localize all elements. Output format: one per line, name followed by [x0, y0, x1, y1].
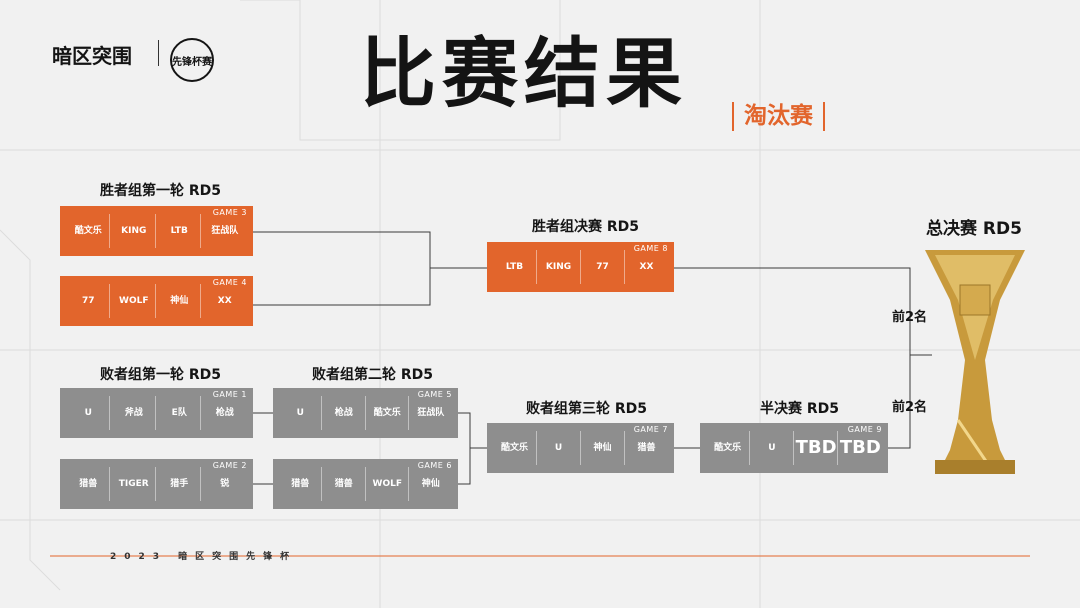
brand-logo-badge: 先锋杯赛: [170, 38, 214, 82]
team-logo: TIGER: [113, 467, 156, 501]
team-logo: 神仙: [582, 431, 625, 465]
team-logo: LTB: [494, 250, 537, 284]
label-winner-r1: 胜者组第一轮 RD5: [100, 183, 222, 199]
team-logo: 猎手: [158, 467, 202, 501]
team-logo: 77: [67, 284, 111, 318]
match-game-3[interactable]: GAME 3 酷文乐 KING LTB 狂战队: [60, 206, 253, 256]
team-logo: E队: [158, 396, 202, 430]
team-logo: 酷文乐: [494, 431, 537, 465]
game-label: GAME 3: [212, 208, 247, 217]
stage-tag: 淘汰赛: [732, 102, 825, 132]
team-logo: XX: [217, 295, 232, 306]
team-logo: 猎兽: [67, 467, 111, 501]
team-logo: 酷文乐: [707, 431, 750, 465]
trophy-icon: [925, 250, 1025, 474]
game-label: GAME 8: [633, 244, 668, 253]
label-loser-r3: 败者组第三轮 RD5: [526, 401, 648, 417]
advance-label-top: 前2名: [892, 310, 928, 325]
game-label: GAME 1: [212, 390, 247, 399]
match-game-8[interactable]: GAME 8 LTB KING 77 XX: [487, 242, 674, 292]
team-logo: 神仙: [158, 284, 202, 318]
logo-divider: [158, 40, 159, 66]
team-logo: 猎兽: [323, 467, 366, 501]
team-logo: 狂战队: [211, 225, 239, 236]
team-logo: U: [279, 396, 323, 430]
brand-logo: 暗区突围: [52, 44, 132, 68]
team-logo: 枪战: [323, 396, 366, 430]
team-logo: 神仙: [421, 478, 440, 489]
team-logo: XX: [639, 261, 654, 272]
match-game-2[interactable]: GAME 2 猎兽 TIGER 猎手 锐: [60, 459, 253, 509]
game-label: GAME 4: [212, 278, 247, 287]
game-label: GAME 9: [847, 425, 882, 434]
team-logo: 酷文乐: [366, 396, 410, 430]
label-semifinal: 半决赛 RD5: [760, 401, 840, 417]
team-logo: KING: [113, 214, 156, 248]
game-label: GAME 6: [417, 461, 452, 470]
team-tbd: TBD: [795, 431, 839, 465]
match-game-9[interactable]: GAME 9 酷文乐 U TBD TBD: [700, 423, 888, 473]
team-logo: 锐: [220, 478, 230, 489]
match-game-7[interactable]: GAME 7 酷文乐 U 神仙 猎兽: [487, 423, 674, 473]
game-label: GAME 7: [633, 425, 668, 434]
footer-text: 2023 暗区突围先锋杯: [110, 552, 298, 562]
label-loser-r1: 败者组第一轮 RD5: [100, 367, 222, 383]
team-logo: U: [751, 431, 794, 465]
team-logo: 斧战: [113, 396, 156, 430]
team-logo: LTB: [158, 214, 202, 248]
team-tbd: TBD: [839, 437, 881, 458]
team-logo: KING: [538, 250, 581, 284]
game-label: GAME 2: [212, 461, 247, 470]
team-logo: 77: [582, 250, 625, 284]
match-game-4[interactable]: GAME 4 77 WOLF 神仙 XX: [60, 276, 253, 326]
match-game-6[interactable]: GAME 6 猎兽 猎兽 WOLF 神仙: [273, 459, 458, 509]
match-game-5[interactable]: GAME 5 U 枪战 酷文乐 狂战队: [273, 388, 458, 438]
team-logo: 狂战队: [417, 407, 445, 418]
team-logo: U: [538, 431, 581, 465]
match-game-1[interactable]: GAME 1 U 斧战 E队 枪战: [60, 388, 253, 438]
label-loser-r2: 败者组第二轮 RD5: [312, 367, 434, 383]
game-label: GAME 5: [417, 390, 452, 399]
team-logo: WOLF: [366, 467, 410, 501]
team-logo: U: [67, 396, 111, 430]
label-winner-final: 胜者组决赛 RD5: [532, 219, 640, 235]
team-logo: 猎兽: [279, 467, 323, 501]
advance-label-bottom: 前2名: [892, 400, 928, 415]
team-logo: 猎兽: [637, 442, 656, 453]
page-title: 比赛结果: [360, 29, 688, 118]
label-grand-final: 总决赛 RD5: [926, 219, 1022, 239]
team-logo: 枪战: [215, 407, 234, 418]
team-logo: WOLF: [113, 284, 156, 318]
team-logo: 酷文乐: [67, 214, 111, 248]
